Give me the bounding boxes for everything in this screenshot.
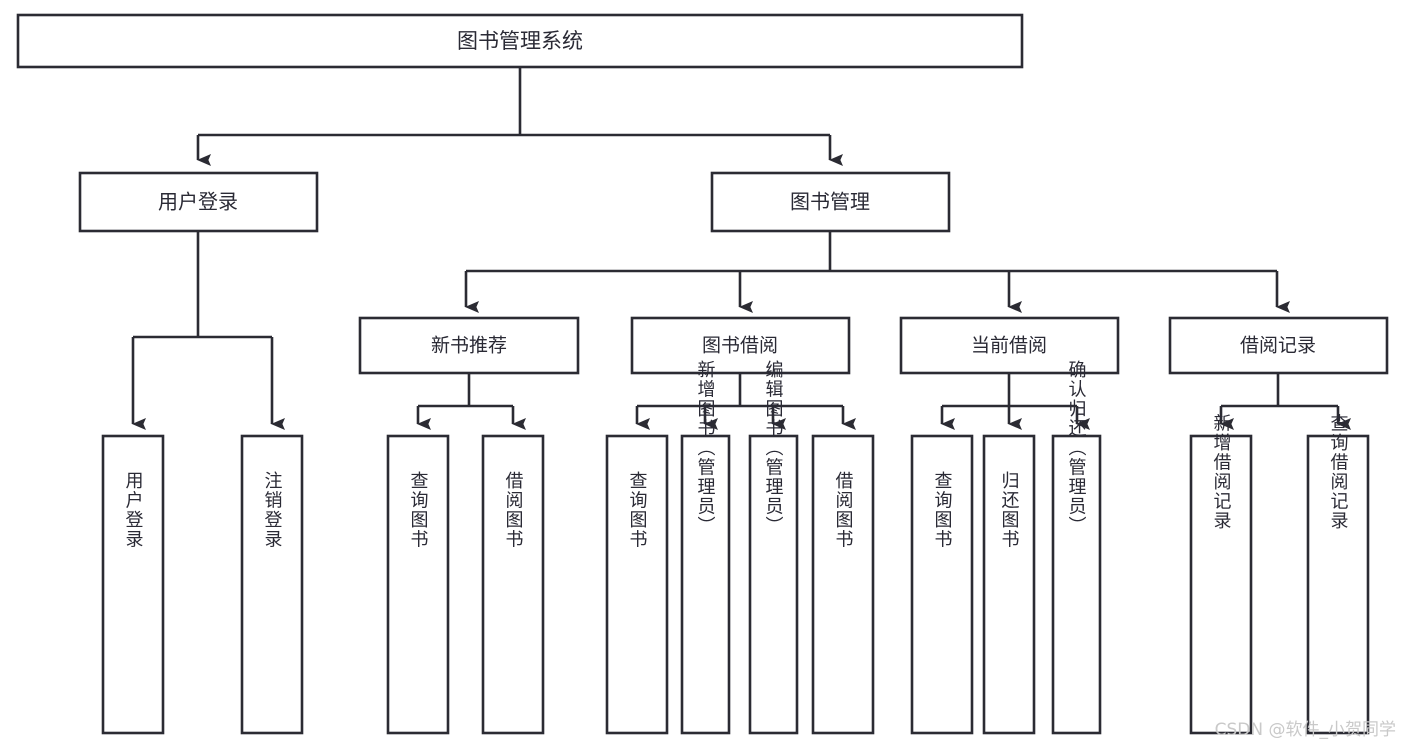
- leaf-user-login-label: 用户登录: [123, 471, 144, 549]
- leaf-add-book-admin-box: [680, 434, 731, 735]
- leaf-confirm-return-admin-box: [1051, 434, 1102, 735]
- current-borrow-box: [899, 316, 1120, 375]
- leaf-edit-book-admin-label: 编辑图书（管理员）: [763, 360, 784, 536]
- node-book-borrow[interactable]: 图书借阅: [630, 316, 851, 375]
- leaf-query-book-recommend[interactable]: 查询图书: [386, 434, 450, 735]
- leaf-logout-label: 注销登录: [262, 471, 283, 549]
- connector-current-borrow-children: [940, 373, 1090, 430]
- leaf-query-book-recommend-box: [386, 434, 450, 735]
- new-book-recommend-box: [358, 316, 580, 375]
- connector-book-borrow-children: [635, 373, 856, 430]
- leaf-query-book-recommend-label: 查询图书: [408, 471, 429, 549]
- user-login-label: 用户登录: [158, 190, 238, 214]
- leaf-user-login[interactable]: 用户登录: [101, 434, 165, 735]
- node-user-login[interactable]: 用户登录: [78, 171, 319, 233]
- current-borrow-label: 当前借阅: [971, 335, 1047, 357]
- connector-new-book-children: [416, 373, 526, 430]
- leaf-edit-book-admin[interactable]: 编辑图书（管理员）: [748, 360, 799, 735]
- connector-user-login-children: [131, 231, 285, 430]
- node-borrow-record[interactable]: 借阅记录: [1168, 316, 1389, 375]
- root-box: [16, 13, 1024, 69]
- leaf-borrow-book[interactable]: 借阅图书: [811, 434, 875, 735]
- root-label: 图书管理系统: [457, 29, 583, 53]
- leaf-logout[interactable]: 注销登录: [240, 434, 304, 735]
- borrow-record-label: 借阅记录: [1240, 335, 1316, 357]
- leaf-query-book-borrow-box: [605, 434, 669, 735]
- leaf-query-borrow-record[interactable]: 查询借阅记录: [1306, 413, 1370, 735]
- new-book-recommend-label: 新书推荐: [431, 335, 507, 357]
- leaf-query-book-current-box: [910, 434, 974, 735]
- leaf-return-book-box: [982, 434, 1036, 735]
- node-current-borrow[interactable]: 当前借阅: [899, 316, 1120, 375]
- leaf-borrow-book-recommend[interactable]: 借阅图书: [481, 434, 545, 735]
- leaf-borrow-book-box: [811, 434, 875, 735]
- leaf-borrow-book-recommend-box: [481, 434, 545, 735]
- node-new-book-recommend[interactable]: 新书推荐: [358, 316, 580, 375]
- leaf-query-borrow-record-box: [1306, 434, 1370, 735]
- book-borrow-label: 图书借阅: [702, 335, 778, 357]
- leaf-borrow-book-recommend-label: 借阅图书: [503, 471, 524, 549]
- csdn-watermark: CSDN @软件_小贺同学: [1215, 720, 1396, 740]
- leaf-borrow-book-label: 借阅图书: [833, 471, 854, 549]
- leaf-query-book-borrow[interactable]: 查询图书: [605, 434, 669, 735]
- leaf-query-book-borrow-label: 查询图书: [627, 471, 648, 549]
- leaf-query-book-current-label: 查询图书: [932, 471, 953, 549]
- node-book-management[interactable]: 图书管理: [710, 171, 951, 233]
- leaf-add-borrow-record[interactable]: 新增借阅记录: [1189, 413, 1253, 735]
- leaf-add-borrow-record-label: 新增借阅记录: [1211, 413, 1232, 530]
- leaf-edit-book-admin-box: [748, 434, 799, 735]
- leaf-add-borrow-record-box: [1189, 434, 1253, 735]
- connector-root-to-level1: [196, 67, 843, 166]
- leaf-add-book-admin-label: 新增图书（管理员）: [695, 360, 716, 536]
- leaf-user-login-box: [101, 434, 165, 735]
- borrow-record-box: [1168, 316, 1389, 375]
- leaf-confirm-return-admin-label: 确认归还（管理员）: [1066, 360, 1087, 536]
- leaf-query-borrow-record-label: 查询借阅记录: [1328, 413, 1349, 530]
- node-root[interactable]: 图书管理系统: [16, 13, 1024, 69]
- leaf-add-book-admin[interactable]: 新增图书（管理员）: [680, 360, 731, 735]
- leaf-query-book-current[interactable]: 查询图书: [910, 434, 974, 735]
- connector-book-management-children: [464, 231, 1290, 313]
- book-management-label: 图书管理: [790, 190, 870, 214]
- leaf-confirm-return-admin[interactable]: 确认归还（管理员）: [1051, 360, 1102, 735]
- connector-borrow-record-children: [1219, 373, 1351, 430]
- user-login-box: [78, 171, 319, 233]
- leaf-return-book-label: 归还图书: [999, 471, 1020, 549]
- leaf-return-book[interactable]: 归还图书: [982, 434, 1036, 735]
- leaf-logout-box: [240, 434, 304, 735]
